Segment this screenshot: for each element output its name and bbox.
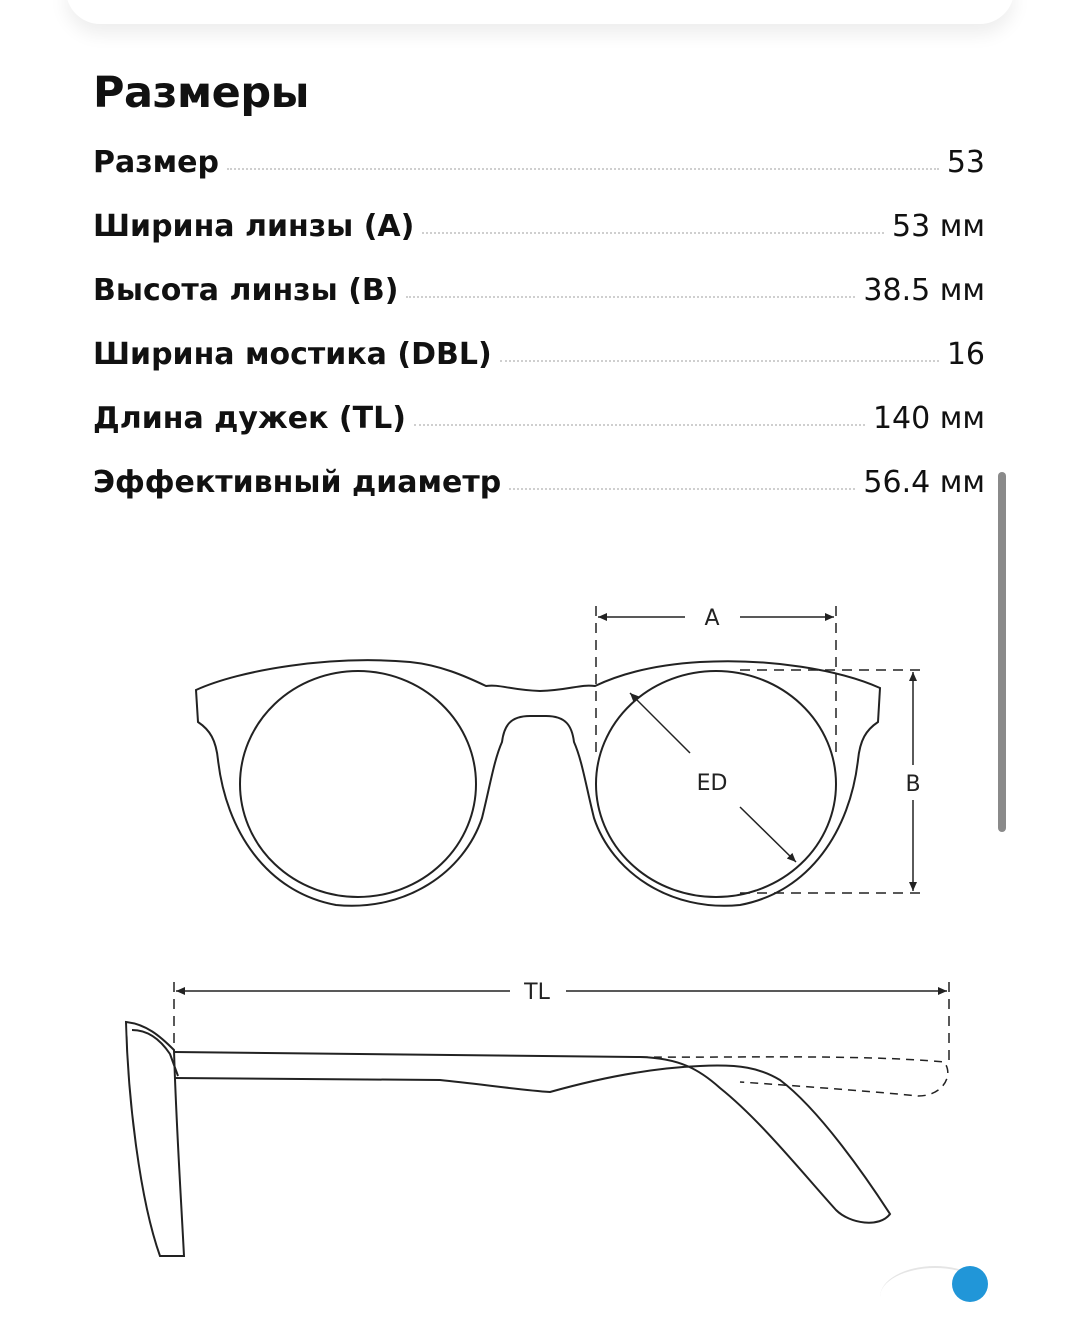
spec-row-size: Размер 53 xyxy=(93,145,985,209)
chat-button[interactable] xyxy=(952,1266,988,1302)
spec-row-bridge-width: Ширина мостика (DBL) 16 xyxy=(93,337,985,401)
spec-label: Высота линзы (B) xyxy=(93,273,399,308)
dotted-leader xyxy=(413,422,865,426)
dimension-tl-label: TL xyxy=(523,980,550,1005)
dimension-ed-label: ED xyxy=(697,771,728,796)
floating-widget-outline xyxy=(880,1266,990,1328)
glasses-front-view xyxy=(194,659,882,907)
spec-label: Эффективный диаметр xyxy=(93,465,502,500)
previous-card xyxy=(66,0,1014,24)
spec-value: 16 xyxy=(946,337,985,372)
spec-label: Длина дужек (TL) xyxy=(93,401,406,436)
specs-list: Размер 53 Ширина линзы (A) 53 мм Высота … xyxy=(93,145,985,529)
spec-row-temple-length: Длина дужек (TL) 140 мм xyxy=(93,401,985,465)
dimension-b-label: B xyxy=(905,772,920,797)
dotted-leader xyxy=(509,486,856,490)
dimension-tl xyxy=(173,982,950,1066)
spec-value: 53 xyxy=(946,145,985,180)
spec-value: 140 мм xyxy=(872,401,985,436)
spec-row-lens-height: Высота линзы (B) 38.5 мм xyxy=(93,273,985,337)
dimension-ed xyxy=(629,692,797,863)
section-title: Размеры xyxy=(93,68,310,118)
spec-label: Размер xyxy=(93,145,220,180)
dimension-a-label: A xyxy=(704,606,719,631)
glasses-side-view xyxy=(124,1020,892,1257)
spec-value: 56.4 мм xyxy=(863,465,985,500)
spec-value: 53 мм xyxy=(892,209,985,244)
dimension-b xyxy=(740,669,922,894)
spec-row-lens-width: Ширина линзы (A) 53 мм xyxy=(93,209,985,273)
dotted-leader xyxy=(227,166,939,170)
dotted-leader xyxy=(422,230,885,234)
spec-value: 38.5 мм xyxy=(863,273,985,308)
temple-dashed-outline xyxy=(639,1056,949,1097)
dotted-leader xyxy=(406,294,856,298)
spec-row-effective-diameter: Эффективный диаметр 56.4 мм xyxy=(93,465,985,529)
dimension-a xyxy=(595,606,837,752)
dotted-leader xyxy=(499,358,939,362)
glasses-diagram: A B ED TL xyxy=(124,606,950,1257)
scrollbar[interactable] xyxy=(998,472,1006,832)
spec-label: Ширина мостика (DBL) xyxy=(93,337,492,372)
spec-label: Ширина линзы (A) xyxy=(93,209,415,244)
